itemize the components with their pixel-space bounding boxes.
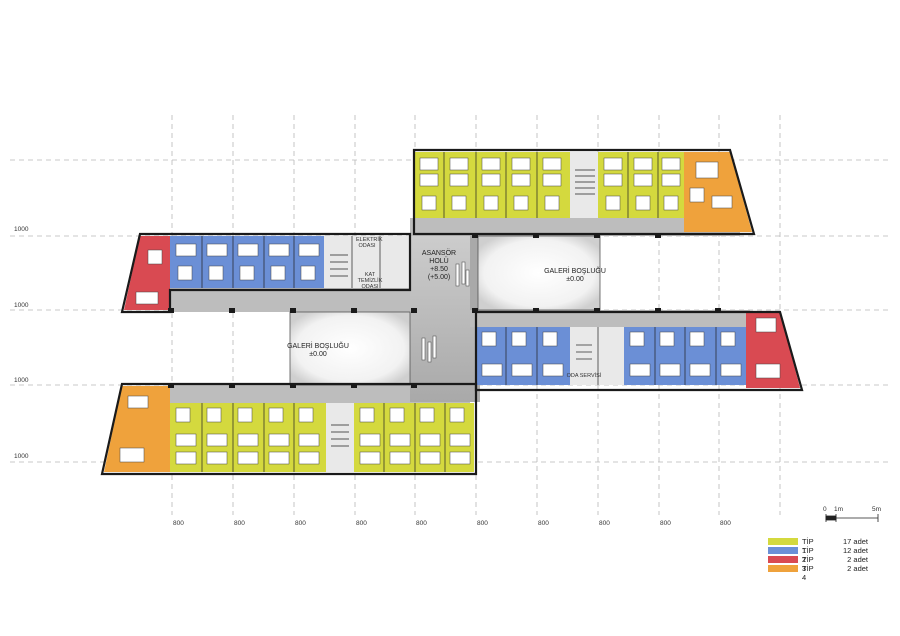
dim-bottom-6: 800 [477,520,488,527]
legend-swatch [768,538,798,545]
dim-left-2: 1000 [14,302,29,309]
scale-five: 5m [872,506,882,513]
top-right-wing [412,148,756,236]
top-left-wing [120,232,412,314]
electrical-room-label: ELEKTRİK ODASI [356,237,383,249]
legend-swatch [768,565,798,572]
elevator-hall-level-b: (+5.00) [427,274,451,281]
legend-name: TİP 2 [802,546,814,564]
floor-cleaning-room-label: KAT TEMİZLİK ODASI [357,272,383,290]
gallery-void-right [477,235,601,311]
dim-bottom-2: 800 [234,520,245,527]
scale-bar [825,514,879,522]
scale-one: 1m [834,506,844,513]
bottom-left-wing [100,382,478,476]
legend-count: 2 adet [847,564,868,573]
legend-name: TİP 1 [802,537,814,555]
scale-zero: 0 [823,506,827,513]
dim-left-3: 1000 [14,377,29,384]
skylights [421,261,470,363]
columns [168,233,721,388]
dim-left-1: 1000 [14,226,29,233]
legend-count: 2 adet [847,555,868,564]
legend-count: 17 adet [842,537,868,546]
dim-bottom-4: 800 [356,520,367,527]
legend-name: TİP 3 [802,555,814,573]
legend-name: TİP 4 [802,564,814,582]
elevator-hall-title: ASANSÖR HOLÜ [421,250,457,265]
legend-count: 12 adet [842,546,868,555]
dim-bottom-10: 800 [720,520,731,527]
dim-bottom-9: 800 [660,520,671,527]
gallery-right-title: GALERİ BOŞLUĞU [544,268,606,275]
gallery-void-left [289,311,411,386]
elevator-hall-label: ASANSÖR HOLÜ +8.50 (+5.00) [414,250,464,282]
dim-bottom-5: 800 [416,520,427,527]
legend-swatch [768,556,798,563]
dim-bottom-8: 800 [599,520,610,527]
gallery-right-label: GALERİ BOŞLUĞU ±0.00 [540,268,610,284]
gallery-right-level: ±0.00 [566,276,584,283]
gallery-left-level: ±0.00 [309,351,327,358]
gallery-left-title: GALERİ BOŞLUĞU [287,343,349,350]
dim-bottom-3: 800 [295,520,306,527]
dim-bottom-7: 800 [538,520,549,527]
legend-swatch [768,547,798,554]
dim-left-4: 1000 [14,453,29,460]
elevator-hall-level: +8.50 [430,266,448,273]
middle-right-wing [474,310,804,392]
dim-bottom-1: 800 [173,520,184,527]
room-service-label: ODA SERVİSİ [566,373,602,379]
corridors [170,218,750,403]
gallery-left-label: GALERİ BOŞLUĞU ±0.00 [283,343,353,359]
